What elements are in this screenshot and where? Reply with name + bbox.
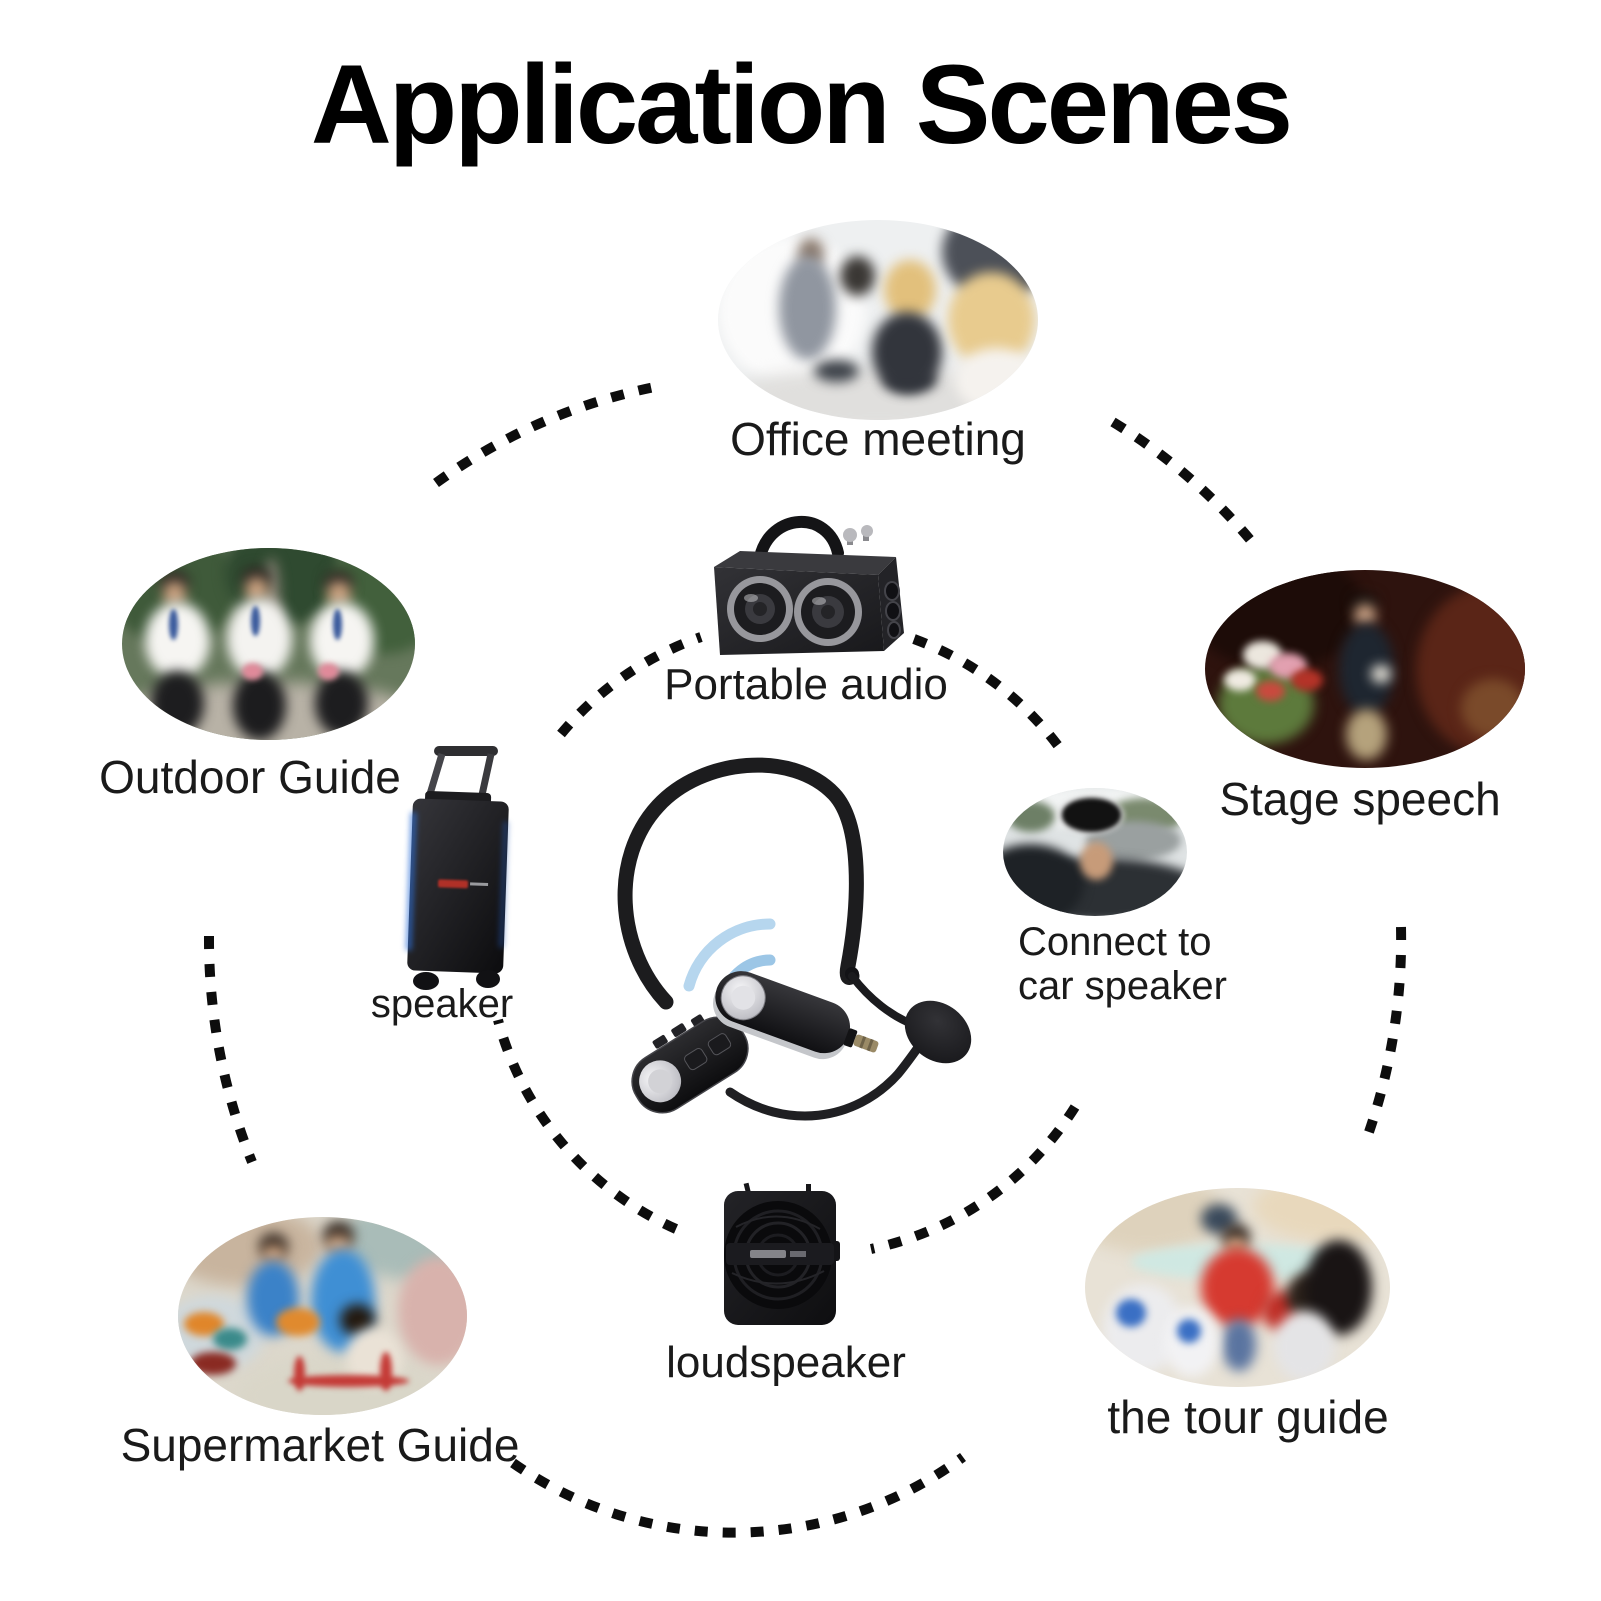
volume-knob bbox=[843, 528, 857, 542]
dashed-arc-outer-top-left bbox=[433, 381, 661, 488]
brand-logo bbox=[438, 879, 469, 889]
mic-foam-windscreen bbox=[904, 1000, 972, 1064]
supermarket-guide-label: Supermarket Guide bbox=[120, 1419, 520, 1471]
stage-speech-label: Stage speech bbox=[1219, 773, 1501, 825]
speaker-handle bbox=[754, 515, 844, 563]
dashed-arc-outer-left bbox=[203, 935, 257, 1164]
presenter-figure bbox=[778, 256, 837, 360]
tour-guide-jacket bbox=[1200, 1247, 1275, 1328]
right-driver bbox=[794, 578, 862, 646]
dashed-arc-outer-top-right bbox=[1110, 417, 1261, 552]
vol-plus-button bbox=[684, 1047, 708, 1071]
left-driver bbox=[727, 576, 793, 642]
shopping-cart bbox=[287, 1375, 410, 1388]
office-meeting-photo bbox=[718, 220, 1038, 420]
headset-control-module bbox=[631, 1014, 749, 1114]
wireless-receiver bbox=[713, 971, 879, 1060]
loudspeaker-label: loudspeaker bbox=[666, 1338, 906, 1387]
shopper bbox=[397, 1256, 467, 1366]
speaker-face bbox=[1353, 603, 1377, 628]
guide-1 bbox=[145, 601, 210, 679]
wheel-right bbox=[476, 970, 500, 988]
office-meeting-label: Office meeting bbox=[730, 413, 1026, 465]
headband bbox=[617, 757, 864, 1010]
portable-audio-label: Portable audio bbox=[664, 660, 948, 709]
brand-text-smudge bbox=[750, 1250, 786, 1258]
outdoor-guide-label: Outdoor Guide bbox=[99, 751, 401, 803]
dashed-arc-outer-bottom bbox=[510, 1452, 966, 1538]
supermarket-guide-photo bbox=[178, 1217, 467, 1415]
signal-wave-large bbox=[683, 918, 776, 992]
driver-hand bbox=[1080, 841, 1114, 881]
page-title: Application Scenes bbox=[310, 42, 1293, 167]
speaker-label: speaker bbox=[370, 982, 514, 1026]
stage-speech-photo bbox=[1205, 570, 1525, 768]
dash-speaker bbox=[1061, 798, 1121, 832]
tour-guide-label: the tour guide bbox=[1107, 1391, 1389, 1443]
wireless-headset-mic bbox=[617, 757, 972, 1121]
audio-plug bbox=[853, 1034, 879, 1053]
tour-guide-photo bbox=[1085, 1188, 1390, 1387]
dashed-arc-inner-bottom-right bbox=[869, 1104, 1080, 1254]
vol-minus-button bbox=[707, 1033, 732, 1056]
tone-knob bbox=[861, 525, 873, 537]
dashed-arc-outer-right bbox=[1364, 926, 1407, 1134]
led-strip-right bbox=[498, 821, 509, 948]
outdoor-guide-photo bbox=[122, 548, 415, 740]
trolley-grip bbox=[434, 746, 498, 756]
dashed-arc-inner-top-right bbox=[912, 634, 1064, 750]
dashed-arc-inner-top-left bbox=[557, 632, 703, 738]
dashed-arc-inner-bottom-left bbox=[493, 1018, 679, 1234]
car-speaker-label-line1: Connect to bbox=[1018, 920, 1212, 964]
trolley-speaker bbox=[405, 746, 509, 990]
car-speaker-label-line2: car speaker bbox=[1018, 964, 1227, 1008]
wheel-left bbox=[413, 972, 439, 990]
mic-gooseneck bbox=[725, 1037, 927, 1121]
car-speaker-photo bbox=[1003, 788, 1187, 916]
led-strip-left bbox=[405, 812, 417, 951]
attendee-blonde bbox=[884, 260, 936, 320]
portable-audio-speaker bbox=[714, 515, 904, 655]
voice-amplifier bbox=[724, 1182, 840, 1325]
